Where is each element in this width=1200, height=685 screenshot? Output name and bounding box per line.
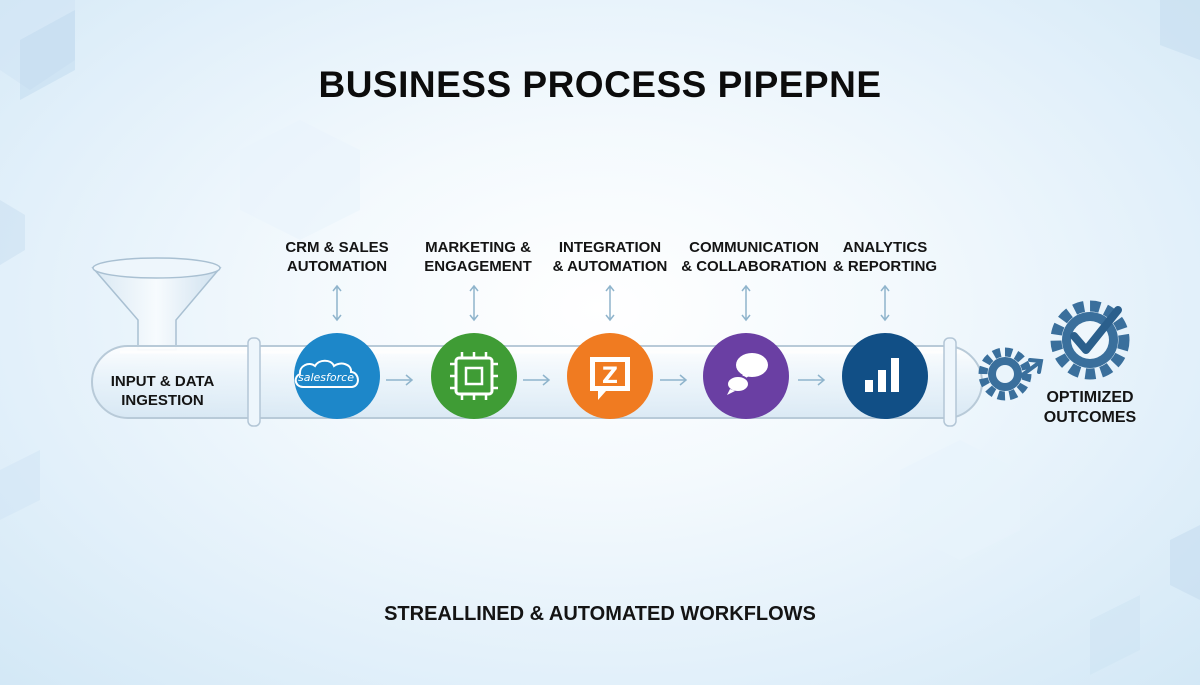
stage-label-line1: MARKETING & xyxy=(425,239,531,256)
footer-caption: STREALLINED & AUTOMATED WORKFLOWS xyxy=(384,603,816,625)
stage-connector-arrows xyxy=(332,284,890,322)
salesforce-cloud-icon: salesforce xyxy=(294,359,359,388)
stage-label-line2: ENGAGEMENT xyxy=(424,258,532,275)
stage-marketing-node xyxy=(431,333,517,419)
stage-label-line1: CRM & SALES xyxy=(285,239,389,256)
input-label: INPUT & DATA INGESTION xyxy=(95,372,230,410)
flow-arrows xyxy=(386,374,826,386)
stage-integration-node: Z xyxy=(567,333,653,419)
output-arrow-icon xyxy=(1008,358,1044,386)
stage-label-integration: INTEGRATION & AUTOMATION xyxy=(520,238,700,276)
zendesk-logo-text: Z xyxy=(602,364,618,389)
stage-analytics-node xyxy=(842,333,928,419)
stage-communication-node xyxy=(703,333,789,419)
chat-bubbles-icon xyxy=(726,353,768,395)
stage-label-line1: INTEGRATION xyxy=(558,239,662,256)
stage-label-line2: & REPORTING xyxy=(832,258,938,275)
zendesk-z-icon: Z xyxy=(590,357,630,400)
stage-label-line2: & COLLABORATION xyxy=(681,258,827,275)
stage-label-marketing: MARKETING & ENGAGEMENT xyxy=(388,238,568,276)
salesforce-logo-text: salesforce xyxy=(298,371,354,384)
stage-label-line1: COMMUNICATION xyxy=(689,239,819,256)
stage-label-line1: ANALYTICS xyxy=(842,239,928,256)
input-label-line2: INGESTION xyxy=(121,392,204,409)
stage-label-line2: & AUTOMATION xyxy=(552,258,668,275)
stage-label-analytics: ANALYTICS & REPORTING xyxy=(795,238,975,276)
bar-chart-icon xyxy=(865,358,899,392)
checkmark-icon xyxy=(1070,306,1122,354)
funnel-icon xyxy=(91,257,222,351)
outcome-label-line1: OPTIMIZED xyxy=(1046,389,1134,406)
outcome-label-line2: OUTCOMES xyxy=(1043,409,1137,426)
outcome-label: OPTIMIZED OUTCOMES xyxy=(1030,388,1150,428)
input-label-line1: INPUT & DATA xyxy=(110,373,215,390)
stage-label-communication: COMMUNICATION & COLLABORATION xyxy=(664,238,844,276)
page-title: BUSINESS PROCESS PIPEPNE xyxy=(318,64,882,105)
stage-label-crm: CRM & SALES AUTOMATION xyxy=(247,238,427,276)
stage-crm-node: salesforce xyxy=(294,333,380,419)
stage-label-line2: AUTOMATION xyxy=(286,258,388,275)
chip-icon xyxy=(450,352,498,400)
